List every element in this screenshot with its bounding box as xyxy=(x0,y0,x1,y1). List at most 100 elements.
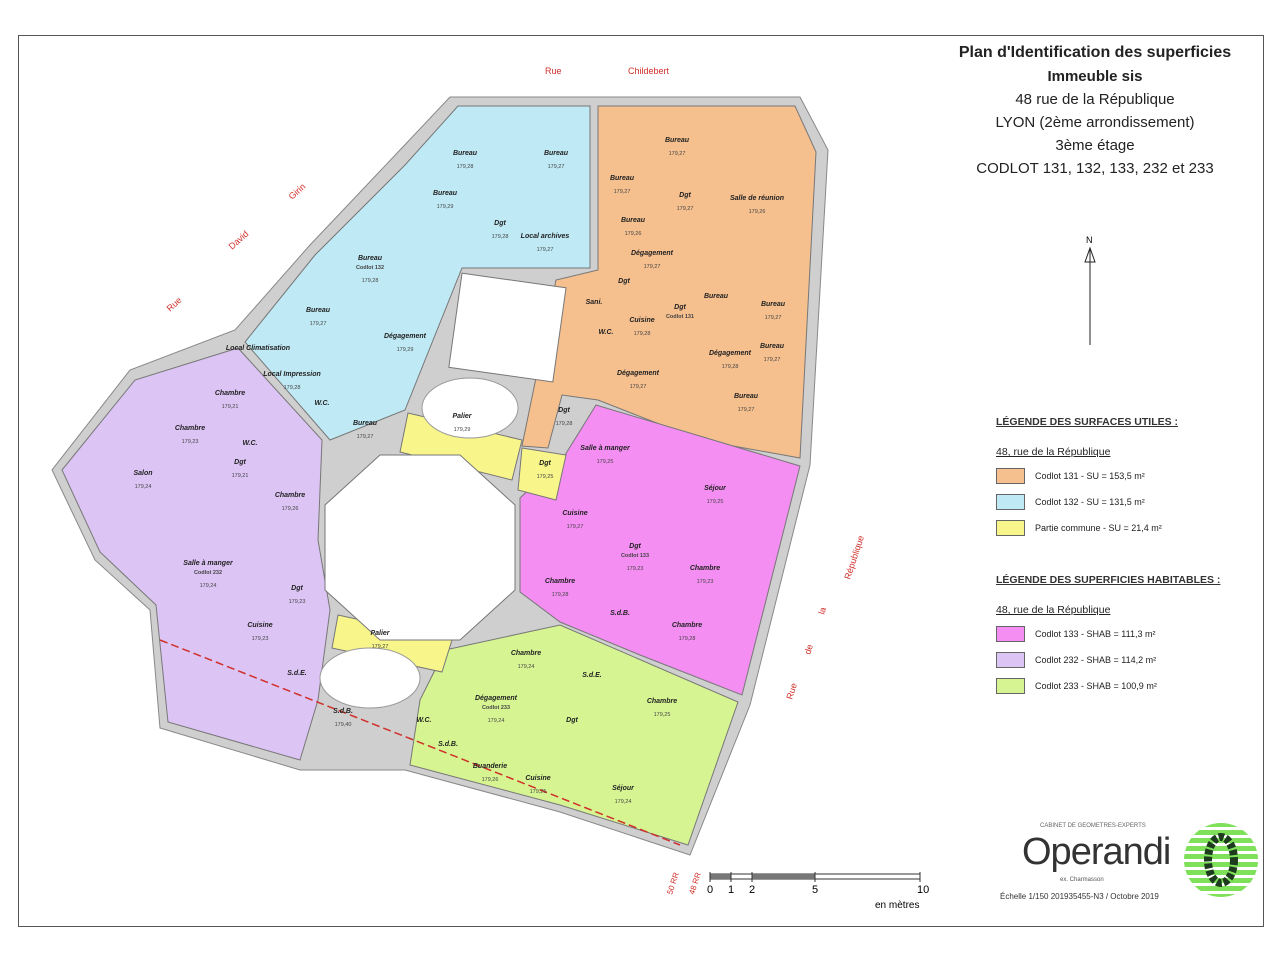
north-arrow: N xyxy=(1084,235,1096,345)
room-name: Chambre xyxy=(647,698,677,705)
street-label: Rue xyxy=(545,66,562,76)
room-elevation: 179,28 xyxy=(457,164,474,170)
room-name: Local Impression xyxy=(263,371,321,378)
room-name: Chambre xyxy=(672,622,702,629)
room-name: Dgt xyxy=(494,220,506,227)
room-elevation: 179,21 xyxy=(232,473,249,479)
room-name: Sani. xyxy=(586,299,603,306)
staircase-upper xyxy=(421,377,519,439)
room-elevation: 179,26 xyxy=(749,209,766,215)
street-number: 48 RR xyxy=(687,871,703,896)
room-name: Bureau xyxy=(704,293,729,300)
room-label: W.C. xyxy=(598,329,613,336)
legend-heading: LÉGENDE DES SURFACES UTILES : xyxy=(996,416,1179,428)
legend-swatch xyxy=(996,468,1025,484)
street-number: 50 RR xyxy=(665,871,681,896)
plan-city: LYON (2ème arrondissement) xyxy=(995,114,1195,131)
room-elevation: 179,27 xyxy=(614,189,631,195)
room-elevation: 179,29 xyxy=(437,204,454,210)
room-name: Cuisine xyxy=(629,317,654,324)
room-name: Bureau xyxy=(610,175,635,182)
zone-codlot-232 xyxy=(61,347,331,761)
room-name: Dégagement xyxy=(384,333,427,340)
room-name: Cuisine xyxy=(247,622,272,629)
room-elevation: 179,25 xyxy=(530,789,547,795)
room-name: Bureau xyxy=(433,190,458,197)
room-name: Bureau xyxy=(665,137,690,144)
room-elevation: 179,23 xyxy=(697,579,714,585)
room-elevation: 179,24 xyxy=(615,799,632,805)
legend-label: Codlot 232 - SHAB = 114,2 m² xyxy=(1035,655,1157,665)
room-name: S.d.B. xyxy=(333,708,353,715)
room-name: Buanderie xyxy=(473,763,507,770)
room-codlot: Codlot 233 xyxy=(482,705,510,711)
north-label: N xyxy=(1086,235,1093,245)
brand-block: CABINET DE GEOMETRES-EXPERTS Operandi ex… xyxy=(1000,822,1258,901)
room-elevation: 179,24 xyxy=(135,484,152,490)
plan-floor: 3ème étage xyxy=(1055,137,1135,154)
brand-sub: ex. Charmasson xyxy=(1060,877,1104,883)
room-name: Salle à manger xyxy=(580,445,631,452)
room-name: Chambre xyxy=(545,578,575,585)
room-elevation: 179,23 xyxy=(182,439,199,445)
legend-label: Codlot 233 - SHAB = 100,9 m² xyxy=(1035,681,1157,691)
room-label: Chambre 179,28 xyxy=(672,622,702,642)
legend-superficies-habitables: LÉGENDE DES SUPERFICIES HABITABLES : 48,… xyxy=(996,574,1220,694)
legend-item: Codlot 133 - SHAB = 111,3 m² xyxy=(996,626,1220,642)
room-elevation: 179,28 xyxy=(362,278,379,284)
zone-codlot-233 xyxy=(409,624,739,846)
room-elevation: 179,27 xyxy=(630,384,647,390)
room-elevation: 179,25 xyxy=(537,474,554,480)
room-name: Dégagement xyxy=(475,695,518,702)
room-elevation: 179,28 xyxy=(679,636,696,642)
scale-tick-label: 5 xyxy=(812,884,818,896)
brand-tagline: CABINET DE GEOMETRES-EXPERTS xyxy=(1040,823,1146,829)
room-name: Local Climatisation xyxy=(226,345,290,352)
room-elevation: 179,29 xyxy=(397,347,414,353)
room-label: Chambre 179,23 xyxy=(690,565,720,585)
room-name: Bureau xyxy=(621,217,646,224)
legend-item: Codlot 233 - SHAB = 100,9 m² xyxy=(996,678,1220,694)
room-label: Sani. xyxy=(586,299,603,306)
room-elevation: 179,23 xyxy=(627,566,644,572)
room-name: Bureau xyxy=(544,150,569,157)
room-elevation: 179,21 xyxy=(222,404,239,410)
room-elevation: 179,29 xyxy=(454,427,471,433)
room-name: Chambre xyxy=(690,565,720,572)
plan-reference: Échelle 1/150 201935455-N3 / Octobre 201… xyxy=(1000,892,1159,901)
room-name: Dgt xyxy=(234,459,246,466)
room-elevation: 179,28 xyxy=(634,331,651,337)
room-name: Chambre xyxy=(275,492,305,499)
room-elevation: 179,27 xyxy=(644,264,661,270)
room-label: W.C. xyxy=(314,400,329,407)
room-name: Dgt xyxy=(674,304,686,311)
room-name: Salle à manger xyxy=(183,560,234,567)
room-elevation: 179,27 xyxy=(548,164,565,170)
zone-codlot-131 xyxy=(521,105,817,459)
room-elevation: 179,24 xyxy=(488,718,505,724)
legend-subheading: 48, rue de la République xyxy=(996,446,1111,458)
room-name: Séjour xyxy=(612,785,635,792)
brand-logo-text: Operandi xyxy=(1022,831,1171,873)
room-name: S.d.E. xyxy=(582,672,602,679)
room-elevation: 179,28 xyxy=(284,385,301,391)
room-label: S.d.E. xyxy=(582,672,602,679)
room-elevation: 179,23 xyxy=(252,636,269,642)
